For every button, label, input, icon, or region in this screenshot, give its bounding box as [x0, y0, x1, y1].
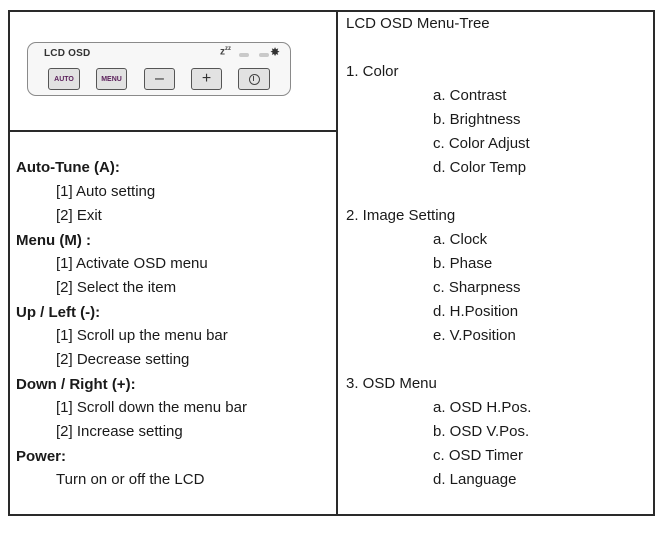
menu-group: 3. OSD Menu — [346, 375, 437, 392]
menu-item: d. Color Temp — [433, 159, 527, 176]
osd-control-panel: LCD OSD zzz ✸ AUTO MENU – + — [27, 42, 291, 96]
menu-item: a. OSD H.Pos. — [433, 399, 532, 416]
table-frame — [8, 10, 655, 516]
column-divider — [336, 10, 338, 516]
menu-item: c. Color Adjust — [433, 135, 530, 152]
menu-item: b. OSD V.Pos. — [433, 423, 530, 440]
sleep-icon: zzz — [220, 46, 231, 58]
menu-item: b. Phase — [433, 255, 493, 272]
menu-button: MENU — [96, 68, 127, 90]
menu-group: 2. Image Setting — [346, 207, 456, 224]
section-heading: Auto-Tune (A): — [16, 159, 120, 176]
menu-item: a. Clock — [433, 231, 488, 248]
power-icon — [248, 73, 260, 85]
list-item: [1] Scroll down the menu bar — [56, 399, 247, 416]
power-led-icon — [259, 53, 269, 57]
sun-icon: ✸ — [270, 45, 281, 59]
menu-group: 1. Color — [346, 63, 399, 80]
section-heading: Menu (M) : — [16, 232, 91, 249]
sleep-led-icon — [239, 53, 249, 57]
menu-item: b. Brightness — [433, 111, 521, 128]
menu-item: c. OSD Timer — [433, 447, 524, 464]
list-item: [1] Activate OSD menu — [56, 255, 208, 272]
list-item: [2] Decrease setting — [56, 351, 190, 368]
list-item: Turn on or off the LCD — [56, 471, 205, 488]
list-item: [2] Select the item — [56, 279, 177, 296]
menu-item: c. Sharpness — [433, 279, 521, 296]
menu-item: d. H.Position — [433, 303, 519, 320]
list-item: [1] Auto setting — [56, 183, 156, 200]
row-divider — [8, 130, 338, 132]
section-heading: Power: — [16, 448, 67, 465]
list-item: [2] Increase setting — [56, 423, 183, 440]
list-item: [1] Scroll up the menu bar — [56, 327, 228, 344]
menu-item: d. Language — [433, 471, 517, 488]
power-button — [238, 68, 270, 90]
list-item: [2] Exit — [56, 207, 102, 224]
section-heading: Down / Right (+): — [16, 376, 136, 393]
minus-button: – — [144, 68, 175, 90]
menu-item: a. Contrast — [433, 87, 507, 104]
auto-button: AUTO — [48, 68, 80, 90]
menu-item: e. V.Position — [433, 327, 516, 344]
section-heading: Up / Left (-): — [16, 304, 101, 321]
menu-tree-title: LCD OSD Menu-Tree — [346, 15, 490, 32]
panel-title: LCD OSD — [44, 48, 91, 59]
plus-button: + — [191, 68, 222, 90]
